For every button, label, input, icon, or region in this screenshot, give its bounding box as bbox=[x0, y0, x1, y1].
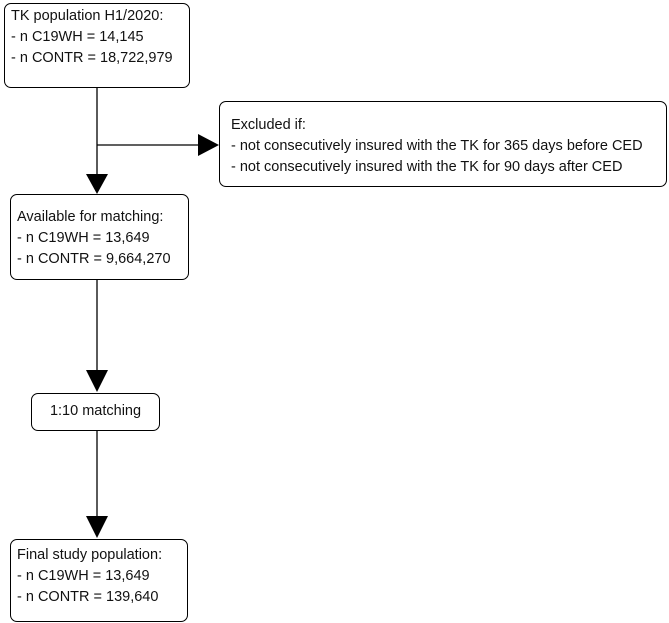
final-contr-count: - n CONTR = 139,640 bbox=[17, 589, 159, 605]
excluded-criterion-before: - not consecutively insured with the TK … bbox=[231, 138, 643, 154]
arrowhead-to-excluded bbox=[198, 134, 219, 156]
available-contr-count: - n CONTR = 9,664,270 bbox=[17, 251, 171, 267]
population-c19wh-count: - n C19WH = 14,145 bbox=[11, 29, 144, 45]
population-box: TK population H1/2020: - n C19WH = 14,14… bbox=[4, 3, 190, 88]
population-title: TK population H1/2020: bbox=[11, 8, 164, 24]
matching-title: 1:10 matching bbox=[49, 403, 142, 419]
available-c19wh-count: - n C19WH = 13,649 bbox=[17, 230, 150, 246]
final-title: Final study population: bbox=[17, 547, 163, 563]
final-box: Final study population: - n C19WH = 13,6… bbox=[10, 539, 188, 622]
arrowhead-to-available bbox=[86, 174, 108, 194]
excluded-box: Excluded if: - not consecutively insured… bbox=[219, 101, 667, 187]
arrowhead-to-matching bbox=[86, 370, 108, 392]
available-title: Available for matching: bbox=[17, 209, 164, 225]
available-box: Available for matching: - n C19WH = 13,6… bbox=[10, 194, 189, 280]
final-c19wh-count: - n C19WH = 13,649 bbox=[17, 568, 150, 584]
excluded-title: Excluded if: bbox=[231, 117, 306, 133]
arrowhead-to-final bbox=[86, 516, 108, 538]
population-contr-count: - n CONTR = 18,722,979 bbox=[11, 50, 173, 66]
excluded-criterion-after: - not consecutively insured with the TK … bbox=[231, 159, 623, 175]
matching-box: 1:10 matching bbox=[31, 393, 160, 431]
